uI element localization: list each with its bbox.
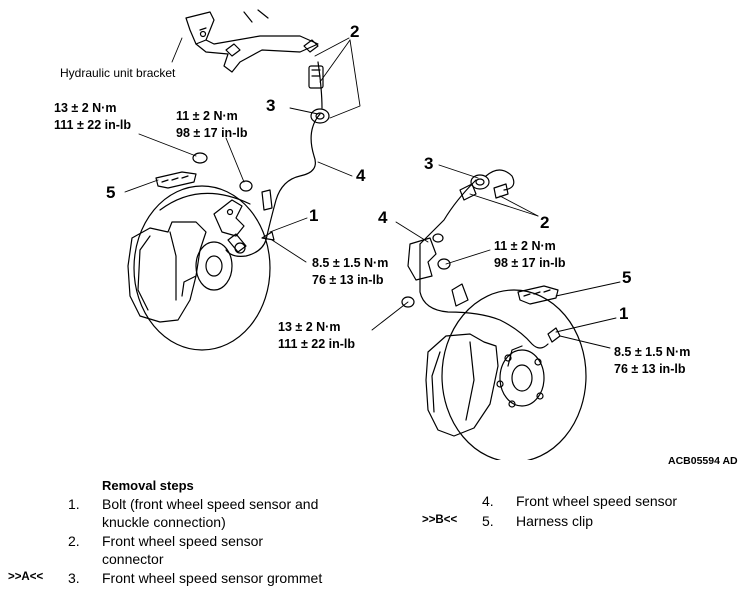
step-number: 4. (482, 493, 494, 509)
right-harness-clip-5 (517, 285, 559, 305)
left-leader-lines (124, 37, 361, 263)
left-sensor-harness (225, 61, 323, 257)
diagram-drawing (124, 9, 621, 463)
torque-right-bottom: 8.5 ± 1.5 N·m 76 ± 13 in-lb (614, 344, 690, 378)
left-grommet-3 (310, 108, 330, 124)
figure-code: ACB05594 AD (668, 455, 738, 467)
callout-4-right: 4 (378, 208, 388, 227)
step-number: 3. (68, 570, 80, 586)
left-bolts (192, 152, 273, 211)
callout-1-right: 1 (619, 304, 629, 323)
right-knuckle-bracket (407, 237, 469, 307)
torque-inlb: 76 ± 13 in-lb (312, 273, 384, 287)
callout-2-left: 2 (350, 22, 360, 41)
torque-inlb: 76 ± 13 in-lb (614, 362, 686, 376)
left-hydraulic-bracket (185, 9, 319, 73)
right-sensor-harness (419, 169, 561, 349)
torque-left-top-a: 13 ± 2 N·m 111 ± 22 in-lb (54, 100, 131, 134)
right-bolts (401, 233, 451, 308)
step-number: 2. (68, 533, 80, 549)
step-text: knuckle connection) (102, 514, 226, 530)
torque-left-bottom: 8.5 ± 1.5 N·m 76 ± 13 in-lb (312, 255, 388, 289)
torque-nm: 11 ± 2 N·m (176, 109, 238, 123)
torque-inlb: 98 ± 17 in-lb (176, 126, 248, 140)
torque-nm: 11 ± 2 N·m (494, 239, 556, 253)
step-text: Front wheel speed sensor grommet (102, 570, 323, 586)
right-leader-lines (371, 164, 621, 349)
callout-3-right: 3 (424, 154, 434, 173)
right-brake-caliper (425, 333, 523, 437)
left-brake-caliper (127, 221, 207, 323)
callout-5-right: 5 (622, 268, 632, 287)
torque-right-top: 11 ± 2 N·m 98 ± 17 in-lb (494, 238, 565, 272)
torque-nm: 13 ± 2 N·m (54, 101, 117, 115)
callout-3-left: 3 (266, 96, 276, 115)
step-text: Front wheel speed sensor (102, 533, 264, 549)
callout-2-right: 2 (540, 213, 550, 232)
hydraulic-unit-bracket-label: Hydraulic unit bracket (60, 66, 176, 80)
right-connector-2 (459, 183, 509, 201)
torque-nm: 13 ± 2 N·m (278, 320, 341, 334)
step-text: connector (102, 551, 164, 567)
step-text: Bolt (front wheel speed sensor and (102, 496, 319, 512)
step-text: Front wheel speed sensor (516, 493, 678, 509)
right-grommet-3 (470, 174, 490, 190)
step-number: 1. (68, 496, 80, 512)
step-number: 5. (482, 513, 494, 529)
torque-inlb: 111 ± 22 in-lb (278, 337, 356, 351)
exploded-diagram: 2 3 4 5 1 3 4 2 5 1 Hydraulic unit brack… (54, 9, 738, 467)
torque-inlb: 98 ± 17 in-lb (494, 256, 566, 270)
torque-nm: 8.5 ± 1.5 N·m (614, 345, 691, 359)
left-harness-clip-5 (155, 171, 197, 189)
torque-right-mid: 13 ± 2 N·m 111 ± 22 in-lb (278, 319, 355, 353)
left-connector-2 (303, 39, 324, 89)
right-brake-disc (441, 289, 587, 463)
callout-1-left: 1 (309, 206, 319, 225)
step-text: Harness clip (516, 513, 594, 529)
callout-5-left: 5 (106, 183, 116, 202)
torque-left-top-b: 11 ± 2 N·m 98 ± 17 in-lb (176, 108, 247, 142)
step-reference: >>B<< (422, 514, 458, 526)
torque-inlb: 111 ± 22 in-lb (54, 118, 132, 132)
torque-nm: 8.5 ± 1.5 N·m (312, 256, 389, 270)
callout-4-left: 4 (356, 166, 366, 185)
left-knuckle-bracket (213, 199, 245, 237)
step-reference: >>A<< (8, 571, 44, 583)
left-brake-disc (133, 185, 271, 351)
removal-steps-title: Removal steps (102, 478, 194, 493)
